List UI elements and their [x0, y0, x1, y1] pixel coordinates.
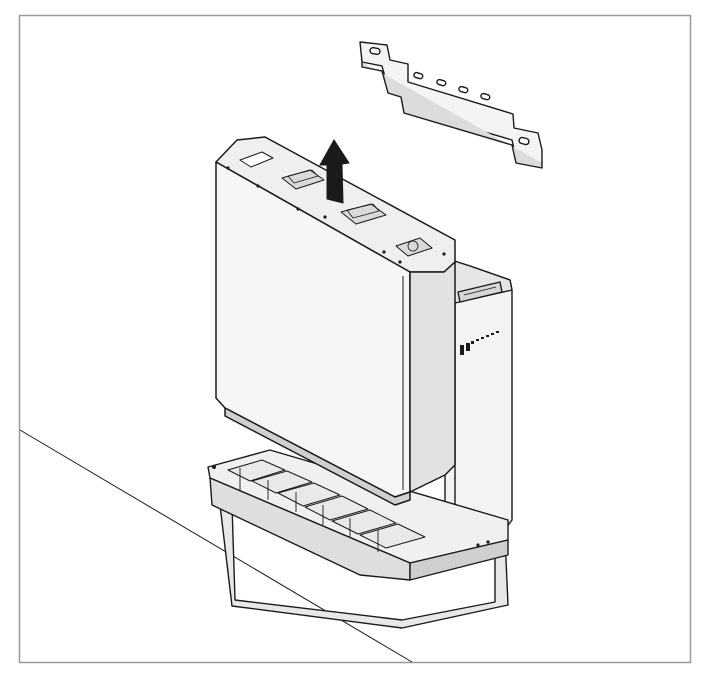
lift-arrow: [319, 139, 350, 204]
logo-mark: [460, 331, 499, 355]
base-tray: [207, 449, 509, 629]
main-unit: [215, 136, 456, 506]
wall-bracket: [359, 41, 543, 169]
wall-floor-edge: [19, 429, 413, 663]
secondary-unit: [444, 257, 513, 541]
